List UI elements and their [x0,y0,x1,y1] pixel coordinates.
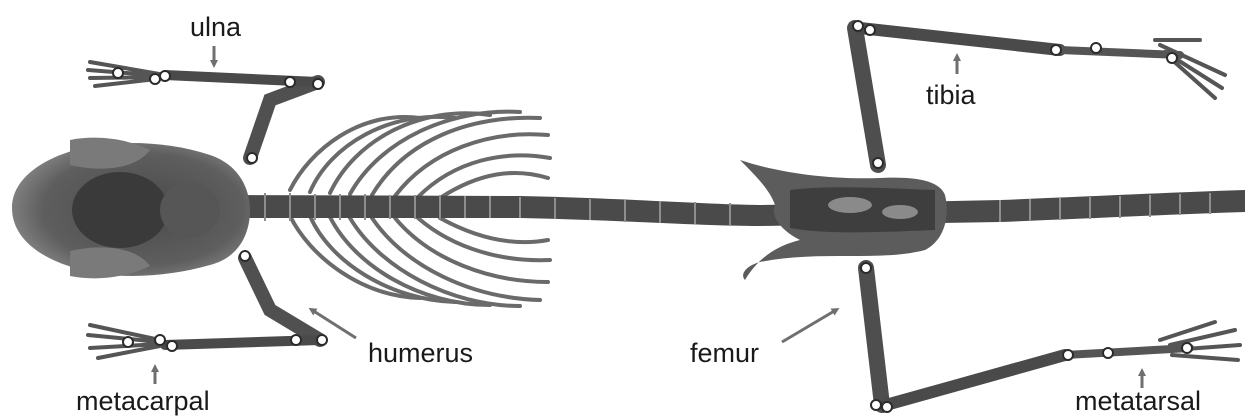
spine [215,190,1245,226]
landmark-point [247,153,257,163]
landmark-point [317,335,327,345]
metacarpal-label: metacarpal [76,388,210,415]
landmark-point [123,337,133,347]
landmark-point [291,335,301,345]
femur-arrow [782,310,836,342]
landmark-point [1167,53,1177,63]
landmark-point [1051,45,1061,55]
landmark-point [865,25,875,35]
ulna-label: ulna [190,14,241,41]
tibia-label: tibia [926,82,976,109]
landmark-point [882,402,892,412]
landmark-point [1182,343,1192,353]
hindlimb-upper [855,28,1225,165]
landmark-point [155,335,165,345]
landmark-point [313,79,323,89]
landmark-point [873,158,883,168]
femur-label: femur [690,340,759,367]
landmark-point [1063,350,1073,360]
landmark-point [240,251,250,261]
landmark-point [861,263,871,273]
landmark-point [1103,348,1113,358]
humerus-label: humerus [368,340,473,367]
skull [12,138,250,279]
landmark-point [871,400,881,410]
landmark-point [285,77,295,87]
metatarsal-label: metatarsal [1075,388,1201,415]
landmark-point [1091,43,1101,53]
landmark-point [160,71,170,81]
landmark-point [150,74,160,84]
hindlimb-lower [866,268,1240,405]
landmark-point [167,341,177,351]
landmark-point [113,68,123,78]
landmark-point [853,21,863,31]
